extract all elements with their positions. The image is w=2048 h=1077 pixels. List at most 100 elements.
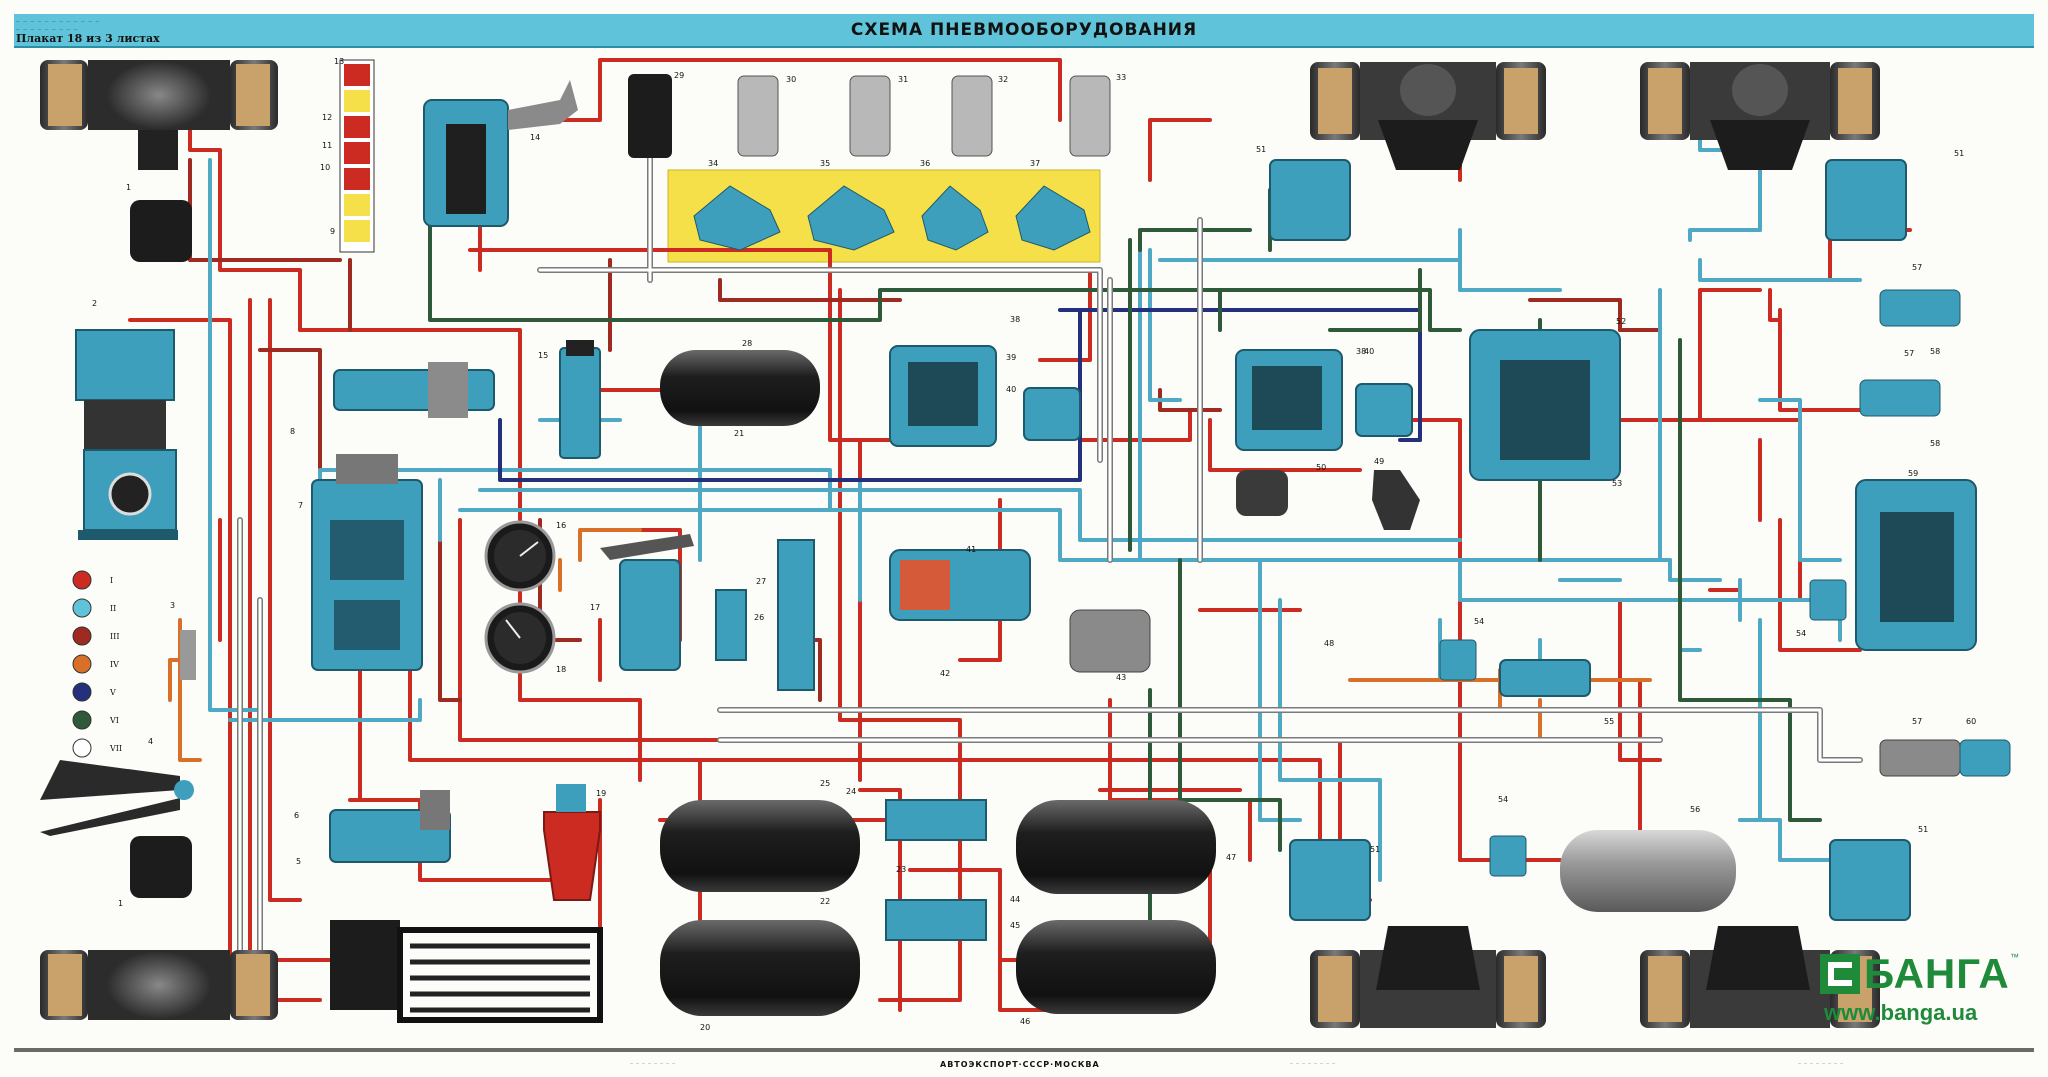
ref-number: 49 [1374, 457, 1384, 466]
valve-55 [1499, 659, 1591, 697]
cluster-22-23 [885, 799, 987, 941]
svg-text:35: 35 [820, 159, 830, 168]
ref-number: 2 [92, 299, 97, 308]
svg-text:44: 44 [1010, 895, 1020, 904]
ref-number: 43 [1116, 673, 1126, 682]
pressure-switch-3 [180, 630, 196, 680]
wheel-front-left [40, 60, 278, 170]
svg-text:37: 37 [1030, 159, 1040, 168]
legend-item: I [72, 570, 113, 590]
valve-41 [889, 549, 1031, 621]
legend-item: V [72, 682, 116, 702]
valve-31: 31 [849, 75, 908, 157]
ref-number: 1 [126, 183, 131, 192]
valve-38b [1235, 349, 1343, 451]
ref-number: 4 [148, 737, 153, 746]
cylinder-49 [1372, 470, 1420, 530]
ref-number: 40 [1006, 385, 1016, 394]
svg-text:29: 29 [674, 71, 684, 80]
cylinder-26 [715, 589, 747, 661]
svg-text:VII: VII [109, 744, 122, 753]
valve-34: 34 [693, 159, 781, 251]
tank-45: 45 [1010, 920, 1216, 1014]
ref-number: 9 [330, 227, 335, 236]
ref-number: 22 [820, 897, 830, 906]
valve-50 [1236, 470, 1288, 516]
valve-36: 36 [920, 159, 989, 251]
bottom-divider [14, 1048, 2034, 1052]
publisher-footer: АВТОЭКСПОРТ·СССР·МОСКВА [940, 1060, 1100, 1069]
ref-number: 51 [1370, 845, 1380, 854]
brake-valve-7 [311, 454, 423, 671]
brand-url[interactable]: www.banga.ua [1824, 1000, 1978, 1025]
svg-text:30: 30 [786, 75, 796, 84]
ref-number: 15 [538, 351, 548, 360]
ref-number: 47 [1226, 853, 1236, 862]
header-fine-print-1: _ _ _ _ _ _ _ _ _ _ _ _ [16, 15, 100, 22]
ref-number: 52 [1616, 317, 1626, 326]
wheel-front-right-2 [1640, 62, 1880, 170]
ref-number: 54 [1498, 795, 1508, 804]
tank-28: 28 [660, 339, 820, 426]
valve-15 [559, 340, 601, 459]
ref-number: 59 [1908, 469, 1918, 478]
ref-number: 7 [298, 501, 303, 510]
chamber-1-top [130, 200, 192, 262]
ref-number: 60 [1966, 717, 1976, 726]
svg-text:IV: IV [110, 660, 119, 669]
ref-number: 57 [1904, 349, 1914, 358]
ref-number: 10 [320, 163, 330, 172]
ref-number: 13 [334, 57, 344, 66]
ref-number: 11 [322, 141, 332, 150]
ref-number: 50 [1316, 463, 1326, 472]
svg-text:28: 28 [742, 339, 752, 348]
tank-20: 20 [660, 920, 860, 1032]
chamber-1-bottom [130, 836, 192, 898]
valve-30: 30 [737, 75, 796, 157]
trademark-mark: ™ [2010, 952, 2019, 962]
ref-number: 41 [966, 545, 976, 554]
page-title: СХЕМА ПНЕВМООБОРУДОВАНИЯ [850, 20, 1198, 40]
ref-number: 58 [1930, 439, 1940, 448]
wheel-front-right-1 [1310, 62, 1546, 170]
footer-fine-print-3: _ _ _ _ _ _ _ _ [1798, 1058, 1844, 1064]
chambers-51 [1269, 159, 1911, 921]
svg-text:16: 16 [556, 521, 566, 530]
wheel-rear-left [40, 950, 278, 1020]
ref-number: 25 [820, 779, 830, 788]
svg-text:33: 33 [1116, 73, 1126, 82]
svg-text:II: II [110, 604, 116, 613]
svg-text:32: 32 [998, 75, 1008, 84]
red-supply-lines [128, 58, 1912, 1012]
ref-number: 54 [1474, 617, 1484, 626]
moisture-separator [330, 920, 603, 1023]
ref-number: 57 [1912, 263, 1922, 272]
brand-name: БАНГА [1864, 950, 2010, 997]
ref-number: 51 [1918, 825, 1928, 834]
brand-logo[interactable]: БАНГА ™ www.banga.ua [1818, 950, 2019, 1030]
ref-number: 54 [1796, 629, 1806, 638]
horn [40, 760, 194, 836]
ref-number: 42 [940, 669, 950, 678]
svg-text:56: 56 [1690, 805, 1700, 814]
svg-text:VI: VI [109, 716, 119, 725]
fuse-panel [339, 59, 375, 253]
ref-number: 26 [754, 613, 764, 622]
footer-fine-print-1: _ _ _ _ _ _ _ _ [630, 1058, 676, 1064]
valve-17 [600, 534, 694, 671]
compressor-2 [75, 329, 178, 540]
tank-56: 56 [1560, 805, 1736, 912]
ref-number: 23 [896, 865, 906, 874]
ref-number: 58 [1930, 347, 1940, 356]
valve-40b [1355, 383, 1413, 437]
valve-32: 32 [951, 75, 1008, 157]
valve-53 [1469, 329, 1621, 481]
svg-text:I: I [110, 576, 113, 585]
ref-number: 27 [756, 577, 766, 586]
svg-text:20: 20 [700, 1023, 710, 1032]
white-lines-inner [238, 108, 1862, 1002]
valves-57-58 [1859, 289, 2011, 777]
svg-text:18: 18 [556, 665, 566, 674]
